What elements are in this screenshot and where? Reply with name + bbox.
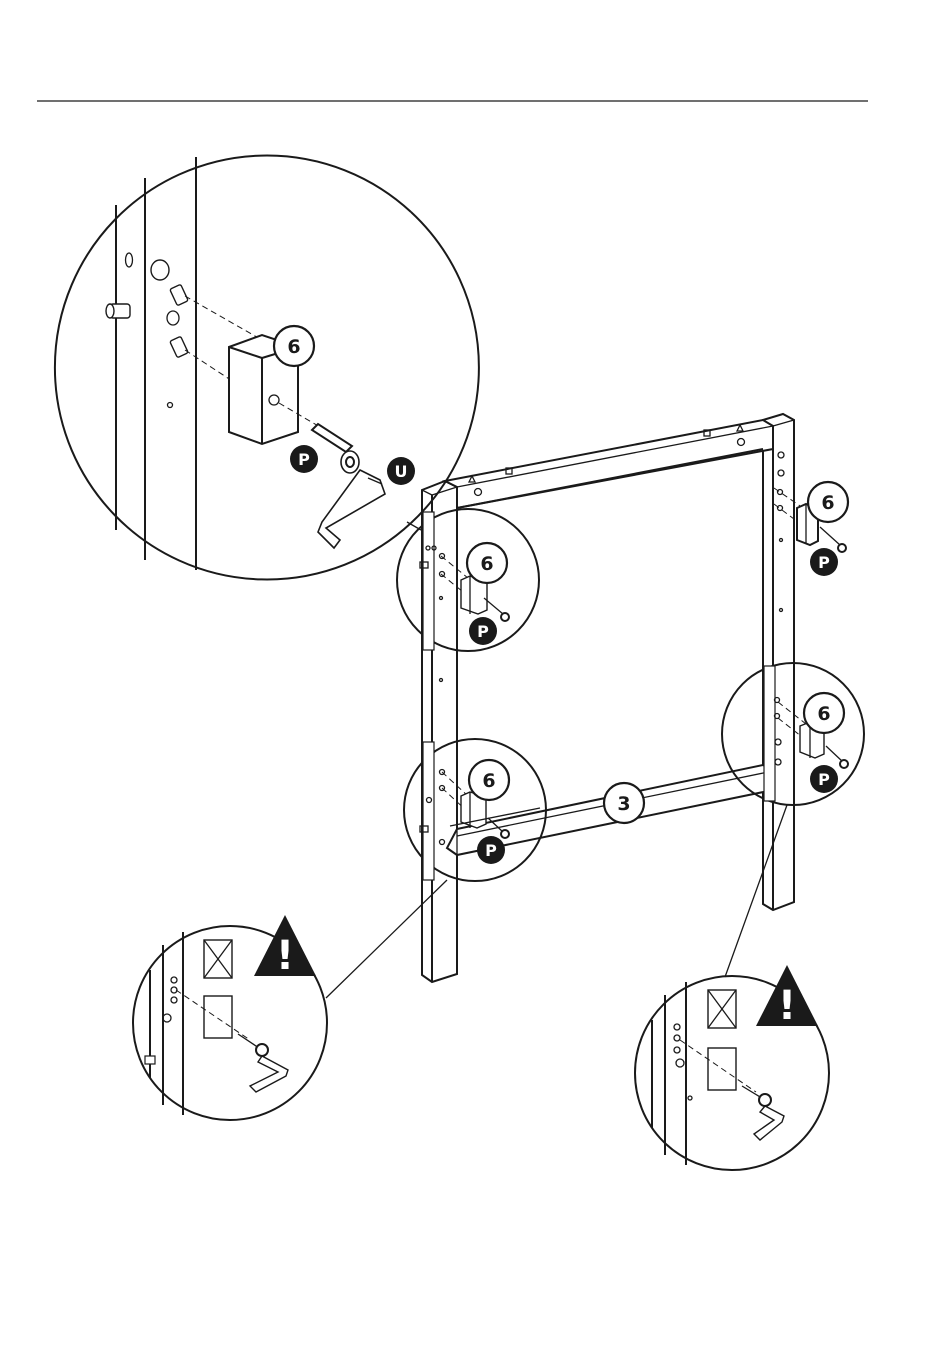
leader-lines	[326, 522, 787, 998]
callout-part-6-top-right: 6	[808, 482, 848, 522]
detail-circle-large	[55, 156, 479, 580]
svg-text:3: 3	[617, 793, 630, 815]
warning-symbol-left: !	[276, 933, 294, 979]
callout-part-6-large: 6	[274, 326, 314, 366]
fastener-badge-p-large: P	[290, 445, 318, 473]
fastener-badge-p-top-left: P	[469, 617, 497, 645]
warning-symbol-right: !	[778, 983, 796, 1029]
fastener-badge-p-top-right: P	[810, 548, 838, 576]
callout-part-3: 3	[604, 783, 644, 823]
svg-text:6: 6	[817, 703, 830, 725]
fastener-badge-u-large: U	[387, 457, 415, 485]
callout-part-6-bottom-left: 6	[469, 760, 509, 800]
svg-text:P: P	[818, 770, 830, 789]
svg-text:P: P	[818, 553, 830, 572]
svg-text:P: P	[485, 841, 497, 860]
callout-part-6-top-left: 6	[467, 543, 507, 583]
fastener-badge-p-right-middle: P	[810, 765, 838, 793]
svg-text:P: P	[477, 622, 489, 641]
svg-text:6: 6	[482, 770, 495, 792]
callout-part-6-right-middle: 6	[804, 693, 844, 733]
svg-text:P: P	[298, 450, 310, 469]
svg-text:6: 6	[821, 492, 834, 514]
svg-text:U: U	[395, 462, 408, 481]
warning-triangle-icon: !	[756, 965, 818, 1029]
warning-triangle-icon: !	[254, 915, 316, 979]
svg-text:6: 6	[287, 336, 300, 358]
fastener-badge-p-bottom-left: P	[477, 836, 505, 864]
svg-text:6: 6	[480, 553, 493, 575]
detail-circle-bottom-left	[404, 739, 546, 881]
bed-frame	[422, 414, 794, 982]
detail-circle-top-left	[397, 509, 539, 651]
